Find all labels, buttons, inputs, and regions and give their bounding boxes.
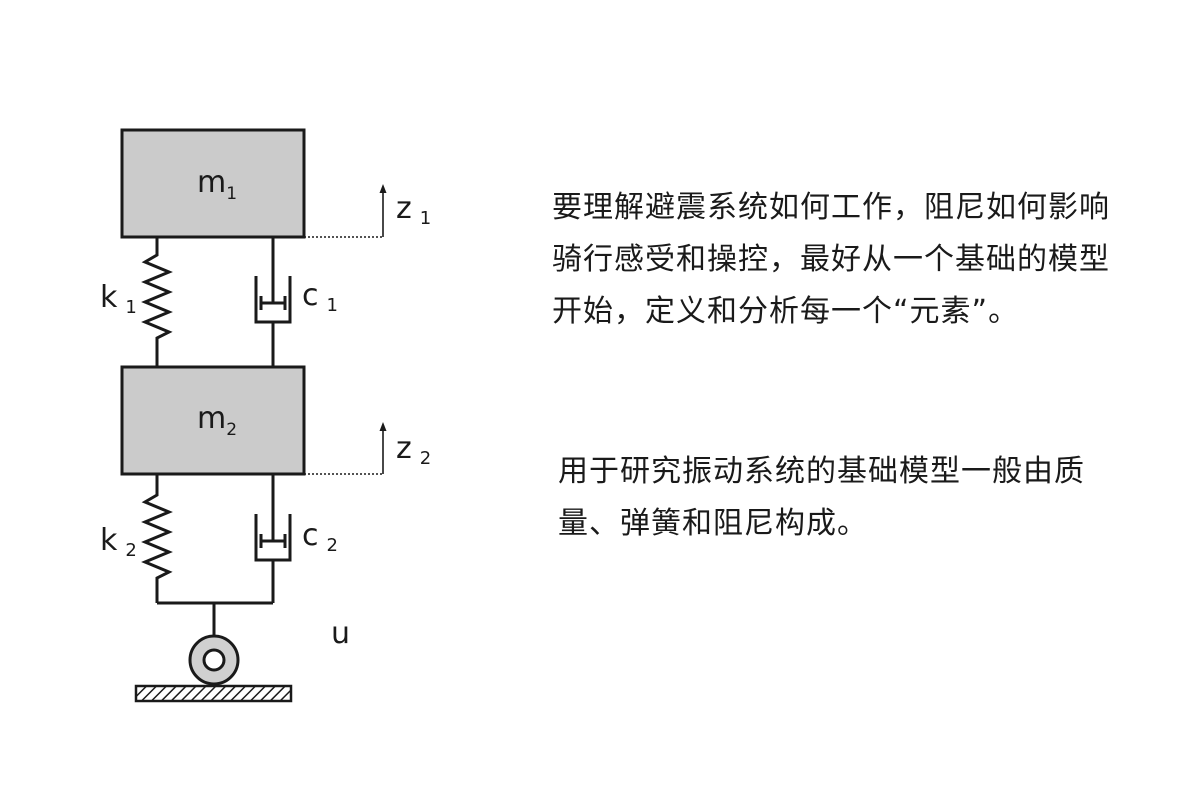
damper-2-subscript: 2 bbox=[327, 535, 338, 556]
ground-hatched bbox=[134, 684, 293, 703]
mass-2-symbol: m bbox=[197, 401, 226, 436]
damper-1-subscript: 1 bbox=[327, 295, 338, 316]
displacement-2-subscript: 2 bbox=[420, 448, 431, 469]
mass-2-subscript: 2 bbox=[226, 420, 237, 440]
displacement-2-arrow-head bbox=[379, 422, 387, 431]
spring-2-subscript: 2 bbox=[125, 540, 136, 561]
spring-1-coil bbox=[141, 237, 173, 367]
spring-1-subscript: 1 bbox=[125, 297, 136, 318]
mass-1-symbol: m bbox=[197, 165, 226, 200]
mass-1: m1 bbox=[120, 128, 306, 239]
damper-2-symbol: c bbox=[302, 518, 319, 553]
input-label: u bbox=[331, 616, 350, 651]
mass-2-block bbox=[120, 365, 306, 476]
mass-1-block bbox=[120, 128, 306, 239]
spring-1-symbol: k bbox=[100, 280, 118, 315]
explanation-paragraph-1: 要理解避震系统如何工作，阻尼如何影响骑行感受和操控，最好从一个基础的模型开始，定… bbox=[552, 190, 1110, 329]
tire-and-ground: u bbox=[134, 601, 350, 703]
mass-1-label: m1 bbox=[197, 165, 237, 204]
displacement-1-symbol: z bbox=[396, 191, 412, 226]
spring-2-symbol: k bbox=[100, 523, 118, 558]
mass-1-subscript: 1 bbox=[226, 184, 237, 204]
displacement-2-symbol: z bbox=[396, 431, 412, 466]
explanation-paragraph-2: 用于研究振动系统的基础模型一般由质量、弹簧和阻尼构成。 bbox=[558, 454, 1085, 541]
damper-1-symbol: c bbox=[302, 278, 319, 313]
displacement-1-arrow-head bbox=[379, 184, 387, 193]
displacement-1-subscript: 1 bbox=[420, 208, 431, 229]
spring-2-coil bbox=[141, 474, 173, 603]
mass-2: m2 bbox=[120, 365, 306, 476]
mass-2-label: m2 bbox=[197, 401, 237, 440]
wheel-hub bbox=[202, 648, 226, 672]
